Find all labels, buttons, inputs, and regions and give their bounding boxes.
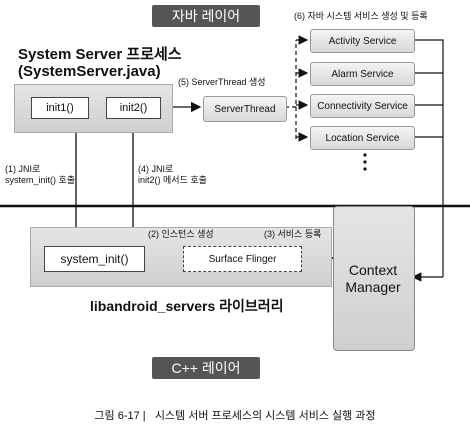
step2-label: (2) 인스턴스 생성 [148, 229, 214, 239]
step1-label-line1: (1) JNI로 [5, 164, 41, 174]
context-manager-box [333, 206, 415, 351]
step4-label-line2: init2() 메서드 호출 [138, 175, 207, 185]
connectivity-service-box: Connectivity Service [310, 94, 415, 118]
server-thread-box: ServerThread [203, 96, 287, 122]
arrow-step6-trunk [285, 40, 297, 140]
step5-label: (5) ServerThread 생성 [178, 77, 266, 87]
services-bracket [413, 39, 444, 277]
step6-label: (6) 자바 시스템 서비스 생성 및 등록 [294, 11, 428, 21]
step1-label-line2: system_init() 호출 [5, 175, 76, 185]
system-server-subtitle: (SystemServer.java) [18, 63, 161, 80]
context-manager-line2: Manager [345, 279, 401, 295]
java-layer-label: 자바 레이어 [152, 5, 260, 27]
more-services-dot [363, 153, 367, 157]
context-manager-line1: Context [348, 262, 398, 278]
system-server-title: System Server 프로세스 [18, 46, 182, 63]
step4-label-line1: (4) JNI로 [138, 164, 174, 174]
alarm-service-box: Alarm Service [310, 62, 415, 86]
figure-caption: 그림 6-17 | 시스템 서버 프로세스의 시스템 서비스 실행 과정 [94, 410, 376, 422]
surface-flinger-box: Surface Flinger [183, 246, 302, 272]
location-service-box: Location Service [310, 126, 415, 150]
context-manager-label: Context Manager [333, 262, 413, 296]
activity-service-box: Activity Service [310, 29, 415, 53]
libandroid-servers-title: libandroid_servers 라이브러리 [90, 298, 284, 314]
more-services-dot [363, 167, 367, 171]
cpp-layer-label: C++ 레이어 [152, 357, 260, 379]
init2-box: init2() [106, 97, 161, 119]
more-services-dot [363, 160, 367, 164]
system-init-box: system_init() [44, 246, 145, 272]
init1-box: init1() [31, 97, 89, 119]
step3-label: (3) 서비스 등록 [264, 229, 322, 239]
